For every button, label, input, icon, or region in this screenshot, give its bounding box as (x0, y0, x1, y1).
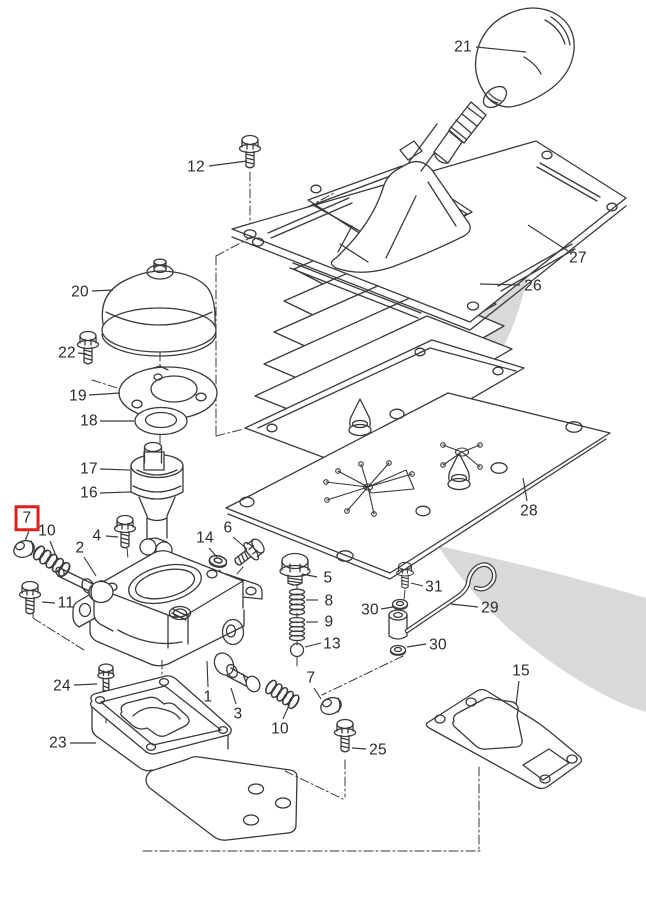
case-23 (89, 675, 298, 841)
boot-cone (330, 123, 471, 273)
bolt-25 (333, 718, 357, 753)
washer-30-upper (391, 598, 409, 610)
cap-7-lower (320, 696, 342, 716)
dust-cover-20 (101, 258, 217, 357)
hook-rod-29 (404, 562, 497, 634)
spring-9 (288, 616, 306, 642)
shift-knob-21 (433, 7, 575, 164)
bolt-31 (396, 561, 414, 589)
spring-10-left (30, 543, 73, 579)
ring-18 (134, 406, 188, 436)
bolt-12 (238, 134, 262, 169)
bolt-22 (76, 330, 100, 365)
shadow-lower (438, 546, 646, 712)
spring-10-lower (262, 677, 302, 711)
housing-1 (72, 550, 263, 667)
gasket-15 (425, 688, 583, 790)
pin-3 (213, 652, 261, 693)
lever-16-17 (130, 441, 184, 559)
ball-13 (289, 642, 305, 658)
bolt-11 (18, 580, 42, 615)
spring-8 (288, 588, 306, 616)
pin-2 (55, 566, 114, 604)
washer-14 (207, 553, 229, 570)
washer-30-lower (389, 644, 407, 656)
lower-plate-28 (225, 392, 611, 580)
center-lines-front (142, 759, 481, 852)
cap-7-left (13, 539, 35, 559)
shift-pattern-star (323, 442, 483, 517)
bolt-6 (229, 534, 269, 573)
spacer-bush (388, 609, 408, 640)
plug-5 (279, 552, 311, 586)
bolt-4 (113, 514, 137, 549)
